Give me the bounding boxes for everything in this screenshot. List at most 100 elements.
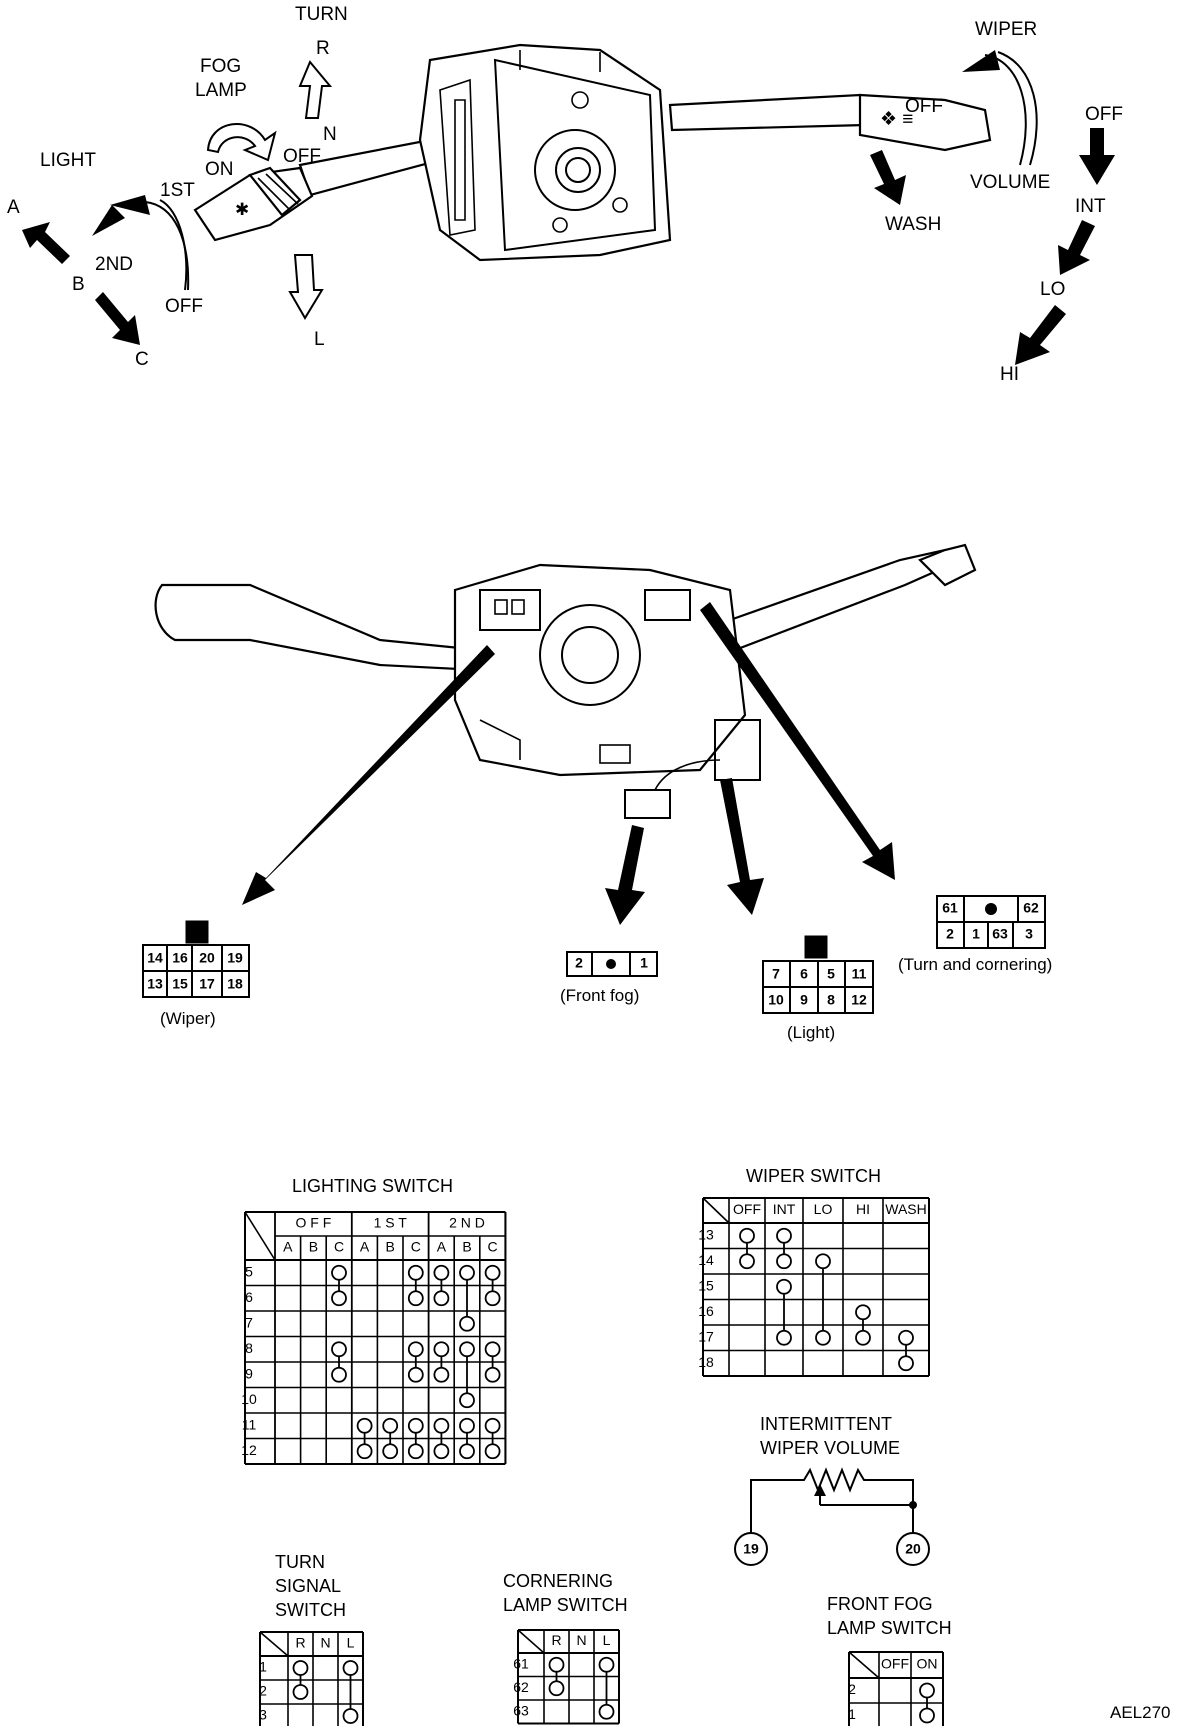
contact-node [292, 1684, 309, 1700]
turn-r-label: R [316, 38, 330, 59]
lighting-row-8: 8 [245, 1340, 253, 1356]
contact-node [407, 1341, 424, 1358]
contact-node [356, 1417, 373, 1434]
wiper-pin-16: 16 [172, 950, 188, 966]
fog-pin-1: 1 [640, 955, 648, 971]
light-rotation-arrow [144, 201, 190, 291]
cornering-col-l: L [603, 1632, 611, 1648]
turn-switch-title-1: TURN [275, 1552, 325, 1572]
cornering-row-63: 63 [513, 1702, 529, 1718]
table-line [244, 1211, 276, 1261]
light-connector-label: (Light) [787, 1023, 835, 1042]
contact-node [407, 1264, 424, 1281]
wash-label: WASH [885, 214, 941, 235]
svg-text:✱: ✱ [235, 200, 249, 219]
fog-off-label: OFF [283, 146, 321, 167]
light-connector [762, 935, 874, 1014]
turn-switch-title-3: SWITCH [275, 1600, 346, 1620]
turn-pin-62: 62 [1023, 900, 1039, 916]
wiper-row-18: 18 [698, 1354, 714, 1370]
svg-text:❖ ≡: ❖ ≡ [880, 109, 913, 130]
turn-col-n: N [320, 1635, 330, 1651]
contact-node [433, 1341, 450, 1358]
light-pin-9: 9 [800, 992, 808, 1008]
connector-pointer-arrows [242, 602, 895, 925]
wiper-hi-label: HI [1000, 364, 1019, 385]
wiper-pin-20: 20 [199, 950, 215, 966]
fog-rotation-arrow [206, 123, 277, 162]
lighting-subcol-a: A [283, 1239, 293, 1255]
light-pin-7: 7 [772, 966, 780, 982]
contact-node [815, 1253, 831, 1270]
fog-pin-2: 2 [575, 955, 583, 971]
wiper-pin-19: 19 [227, 950, 243, 966]
contact-node [898, 1329, 914, 1346]
contact-node [459, 1417, 475, 1434]
table-line [517, 1629, 545, 1654]
contact-node [484, 1341, 501, 1358]
lighting-subcol-b: B [309, 1239, 318, 1255]
contact-node [548, 1680, 565, 1697]
wiper-row-17: 17 [698, 1328, 714, 1344]
lighting-group-off: O F F [296, 1215, 332, 1231]
fog-col-on: ON [917, 1656, 938, 1672]
wiper-int-arrow [1058, 220, 1095, 275]
light-pin-11: 11 [852, 966, 867, 982]
contact-node [739, 1227, 755, 1244]
wiper-row-14: 14 [698, 1252, 714, 1268]
light-b-label: B [72, 274, 85, 295]
wiper-row-13: 13 [698, 1226, 714, 1242]
contact-node [459, 1392, 475, 1409]
lighting-subcol-a: A [437, 1239, 447, 1255]
turn-row-1: 1 [259, 1659, 267, 1675]
turn-n-label: N [323, 124, 337, 145]
volume-label: VOLUME [970, 172, 1050, 193]
wiper-connector [142, 920, 250, 998]
table-line [848, 1651, 880, 1679]
wiper-rotation-arrow [984, 54, 1027, 166]
wash-arrow [870, 150, 906, 205]
fog-switch-title-1: FRONT FOG [827, 1594, 933, 1614]
wiper-row-15: 15 [698, 1277, 714, 1293]
wiper-pin-14: 14 [147, 950, 163, 966]
lighting-row-6: 6 [245, 1289, 253, 1305]
wiper-row-16: 16 [698, 1303, 714, 1319]
contact-node [331, 1341, 347, 1358]
turn-pin-61: 61 [942, 900, 958, 916]
light-pin-8: 8 [827, 992, 835, 1008]
table-line [259, 1631, 289, 1657]
contact-node [855, 1304, 871, 1321]
contact-node [484, 1443, 501, 1460]
contact-node [433, 1417, 450, 1434]
contact-node [459, 1315, 475, 1332]
switch-assembly-front-view: ✱ ❖ ≡ OFF [193, 43, 992, 262]
contact-node [776, 1329, 792, 1346]
cornering-col-r: R [551, 1632, 561, 1648]
contact-node [433, 1366, 450, 1383]
contact-node [331, 1264, 347, 1281]
turn-l-label: L [314, 329, 325, 350]
int-volume-title-2: WIPER VOLUME [760, 1438, 900, 1458]
lighting-row-12: 12 [241, 1442, 257, 1458]
diagram-id: AEL270 [1110, 1703, 1171, 1722]
front-fog-connector-label: (Front fog) [560, 986, 639, 1005]
wiper-off-label: OFF [1085, 104, 1123, 125]
contact-node [776, 1278, 792, 1295]
contact-node [484, 1417, 501, 1434]
wiper-pin-15: 15 [172, 976, 188, 992]
svg-text:OFF: OFF [905, 96, 943, 117]
wiper-pin-17: 17 [199, 976, 215, 992]
lighting-subcol-b: B [386, 1239, 395, 1255]
fog-col-off: OFF [881, 1656, 909, 1672]
cornering-switch-title-1: CORNERING [503, 1571, 613, 1591]
lighting-row-10: 10 [241, 1391, 257, 1407]
fog-switch-title-2: LAMP SWITCH [827, 1618, 952, 1638]
light-pin-12: 12 [851, 992, 867, 1008]
light-off-label: OFF [165, 296, 203, 317]
turn-arrows [288, 60, 333, 320]
contact-node [407, 1443, 424, 1460]
turn-row-3: 3 [259, 1707, 267, 1723]
turn-pin-1: 1 [972, 926, 980, 942]
